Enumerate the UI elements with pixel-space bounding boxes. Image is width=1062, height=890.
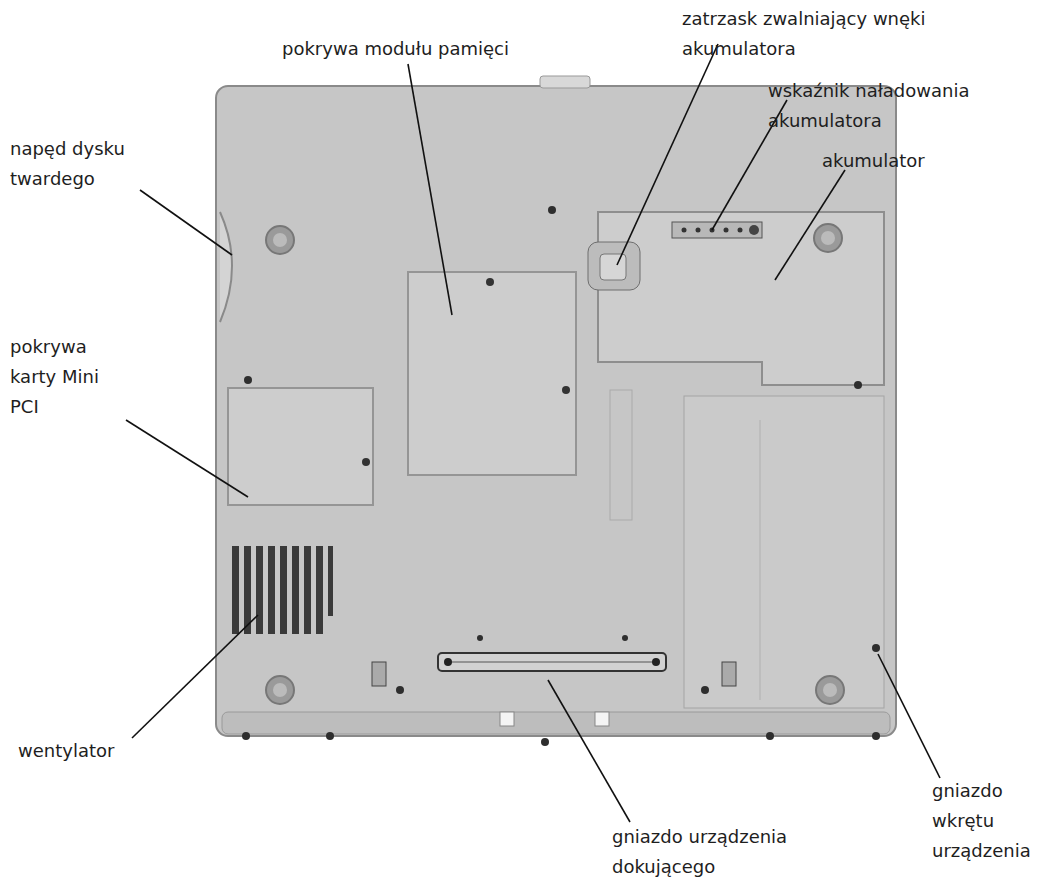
part-label: pokrywa modułu pamięci: [282, 34, 582, 64]
part-label: pokrywa karty Mini PCI: [10, 332, 120, 422]
part-label: zatrzask zwalniający wnęki akumulatora: [682, 4, 1022, 64]
part-label: akumulator: [822, 146, 1022, 176]
part-label: wentylator: [18, 736, 198, 766]
part-label: gniazdo urządzenia dokującego: [612, 822, 852, 882]
part-label: gniazdo wkrętu urządzenia: [932, 776, 1056, 866]
part-label: napęd dysku twardego: [10, 134, 160, 194]
part-label: wskaźnik naładowania akumulatora: [768, 76, 1048, 136]
